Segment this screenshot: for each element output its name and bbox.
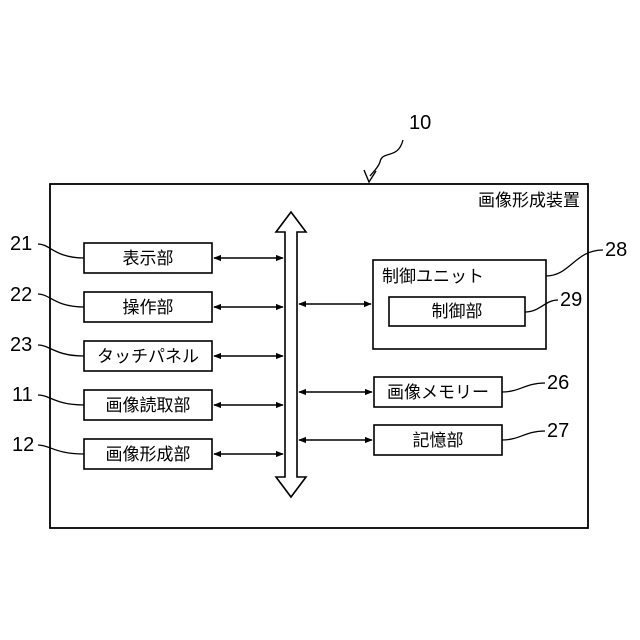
leader-28: [546, 250, 603, 276]
leader-11: [38, 395, 84, 405]
image-reading-unit-label: 画像読取部: [106, 396, 191, 416]
storage-label: 記憶部: [413, 431, 464, 451]
ref-number-28: 28: [605, 239, 627, 261]
control-section-label: 制御部: [432, 302, 483, 322]
leader-27: [502, 431, 545, 440]
ref-number-11: 11: [12, 384, 33, 406]
touch-panel-label: タッチパネル: [97, 347, 199, 367]
image-forming-unit-label: 画像形成部: [106, 445, 191, 465]
ref-number-23: 23: [10, 334, 32, 356]
apparatus-ref-leader: [370, 140, 403, 176]
apparatus-label: 画像形成装置: [478, 191, 580, 211]
ref-number-26: 26: [547, 372, 569, 394]
leader-22: [38, 294, 84, 307]
operation-unit-label: 操作部: [123, 298, 174, 318]
leader-12: [38, 445, 84, 454]
display-unit-label: 表示部: [123, 249, 174, 269]
ref-number-29: 29: [560, 289, 582, 311]
leader-26: [502, 383, 545, 392]
leader-23: [38, 345, 84, 356]
image-memory-label: 画像メモリー: [387, 383, 489, 403]
ref-number-12: 12: [12, 434, 34, 456]
apparatus-ref-number: 10: [409, 112, 431, 134]
ref-number-22: 22: [10, 284, 32, 306]
control-unit-label: 制御ユニット: [382, 267, 484, 287]
leader-21: [38, 244, 84, 258]
ref-number-27: 27: [547, 420, 569, 442]
ref-number-21: 21: [10, 233, 32, 255]
